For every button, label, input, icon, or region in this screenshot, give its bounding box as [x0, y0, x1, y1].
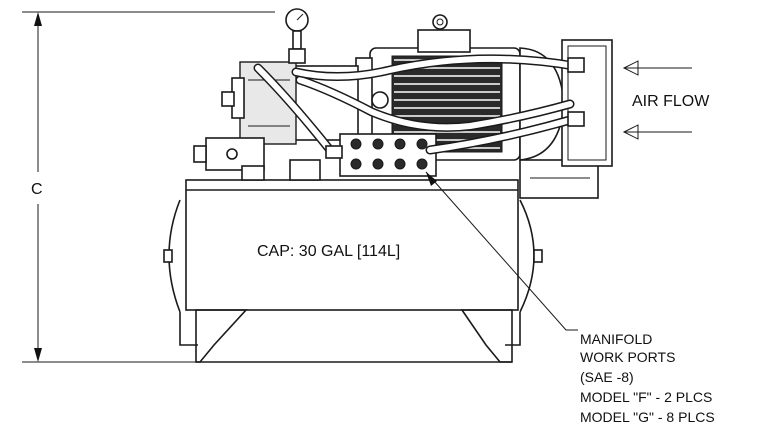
- hydraulic-hoses: [253, 54, 585, 159]
- manifold: [339, 133, 437, 177]
- lifting-eye-icon: [432, 14, 448, 30]
- manifold-leader: [425, 171, 578, 331]
- valve-base: [241, 165, 265, 181]
- air-flow-label: AIR FLOW: [632, 93, 710, 110]
- manifold-note: MANIFOLD WORK PORTS (SAE -8) MODEL "F" -…: [580, 331, 715, 425]
- manifold-note-line-4: MODEL "F" - 2 PLCS: [580, 389, 712, 405]
- tank-drain-right: [533, 249, 543, 263]
- work-port-icon: [350, 158, 362, 170]
- work-port-icon: [350, 138, 362, 150]
- valve-adjuster: [193, 145, 207, 163]
- work-port-icon: [372, 138, 384, 150]
- gauge-needle: [296, 13, 304, 21]
- manifold-note-line-2: WORK PORTS: [580, 349, 675, 365]
- gauge-stem: [292, 30, 302, 50]
- tank-right-skid: [460, 309, 513, 363]
- motor-bolt: [371, 91, 389, 109]
- cooler-fitting-top: [567, 57, 585, 73]
- dimension-arrow-up-icon: [34, 12, 42, 26]
- tank-capacity-label: CAP: 30 GAL [114L]: [257, 243, 400, 260]
- motor-junction-box: [417, 29, 471, 53]
- tank-left-skid: [195, 309, 248, 363]
- valve-port: [226, 148, 238, 160]
- hose-upper-return-inner: [297, 77, 573, 131]
- dimension-arrow-down-icon: [34, 348, 42, 362]
- tank-body: [185, 179, 519, 311]
- work-port-icon: [372, 158, 384, 170]
- air-flow-indicator: AIR FLOW: [622, 60, 710, 140]
- hose-gauge-line-inner: [293, 55, 577, 80]
- lifting-eye-hole: [436, 18, 444, 26]
- air-flow-arrow-bottom-icon: [622, 124, 639, 140]
- dimension-label: C: [31, 181, 43, 198]
- manifold-inlet-fitting: [325, 145, 343, 159]
- manifold-note-line-5: MODEL "G" - 8 PLCS: [580, 409, 715, 425]
- work-port-icon: [394, 138, 406, 150]
- tank-right-leg: [505, 312, 521, 346]
- hose-manifold-to-cooler-inner: [427, 117, 573, 153]
- air-flow-arrow-top-icon: [622, 60, 639, 76]
- electric-motor: [355, 14, 613, 199]
- manifold-note-line-1: MANIFOLD: [580, 331, 652, 347]
- leader-arrow-icon: [426, 172, 437, 186]
- work-port-icon: [416, 158, 428, 170]
- leader-line: [425, 171, 578, 331]
- reservoir-tank: CAP: 30 GAL [114L]: [163, 179, 543, 363]
- relief-valve-block: [193, 137, 321, 181]
- manifold-note-line-3: (SAE -8): [580, 369, 634, 385]
- dimension-c: C: [22, 11, 275, 363]
- hose-pump-to-manifold-inner: [255, 65, 333, 153]
- tank-left-leg: [179, 312, 198, 346]
- work-port-icon: [416, 138, 428, 150]
- manifold-work-ports: [350, 138, 428, 170]
- work-port-icon: [394, 158, 406, 170]
- pump-shaft-fitting: [221, 91, 235, 107]
- tank-right-bulge: [519, 199, 535, 313]
- cooler-fitting-bottom: [567, 111, 585, 127]
- filler-breather: [289, 159, 321, 181]
- pressure-gauge: [285, 8, 309, 64]
- gauge-fitting: [288, 48, 306, 64]
- tank-drain-left: [163, 249, 173, 263]
